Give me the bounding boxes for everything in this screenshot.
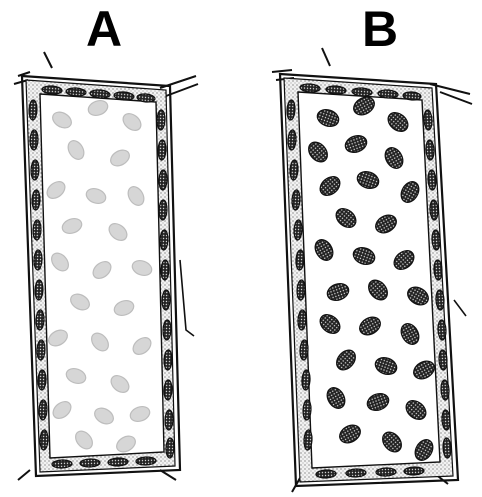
cell-a bbox=[14, 52, 198, 480]
peripheral-plastid bbox=[80, 459, 100, 468]
cell-b-wall-stub bbox=[454, 300, 466, 316]
peripheral-plastid bbox=[36, 310, 45, 330]
peripheral-plastid bbox=[158, 140, 167, 160]
peripheral-plastid bbox=[346, 469, 366, 478]
peripheral-plastid bbox=[40, 430, 49, 450]
peripheral-plastid bbox=[404, 467, 424, 476]
peripheral-plastid bbox=[166, 438, 175, 458]
peripheral-plastid bbox=[32, 190, 41, 210]
peripheral-plastid bbox=[38, 370, 47, 390]
peripheral-plastid bbox=[160, 230, 169, 250]
peripheral-plastid bbox=[157, 110, 166, 130]
peripheral-plastid bbox=[136, 457, 156, 466]
peripheral-plastid bbox=[29, 100, 38, 120]
cell-a-wall-stub bbox=[44, 52, 52, 68]
peripheral-plastid bbox=[376, 468, 396, 477]
peripheral-plastid bbox=[316, 470, 336, 479]
peripheral-plastid bbox=[33, 220, 42, 240]
peripheral-plastid bbox=[108, 458, 128, 467]
peripheral-plastid bbox=[164, 350, 173, 370]
cell-a-wall-stub bbox=[180, 260, 194, 336]
peripheral-plastid bbox=[31, 160, 40, 180]
peripheral-plastid bbox=[159, 170, 168, 190]
peripheral-plastid bbox=[30, 130, 39, 150]
peripheral-plastid bbox=[165, 410, 174, 430]
peripheral-plastid bbox=[161, 260, 170, 280]
peripheral-plastid bbox=[37, 340, 46, 360]
peripheral-plastid bbox=[163, 320, 172, 340]
cell-b bbox=[272, 48, 472, 492]
peripheral-plastid bbox=[159, 200, 168, 220]
peripheral-plastid bbox=[35, 280, 44, 300]
peripheral-plastid bbox=[52, 460, 72, 469]
cell-b-wall-stub bbox=[322, 48, 330, 66]
peripheral-plastid bbox=[162, 290, 171, 310]
peripheral-plastid bbox=[34, 250, 43, 270]
peripheral-plastid bbox=[39, 400, 48, 420]
peripheral-plastid bbox=[164, 380, 173, 400]
